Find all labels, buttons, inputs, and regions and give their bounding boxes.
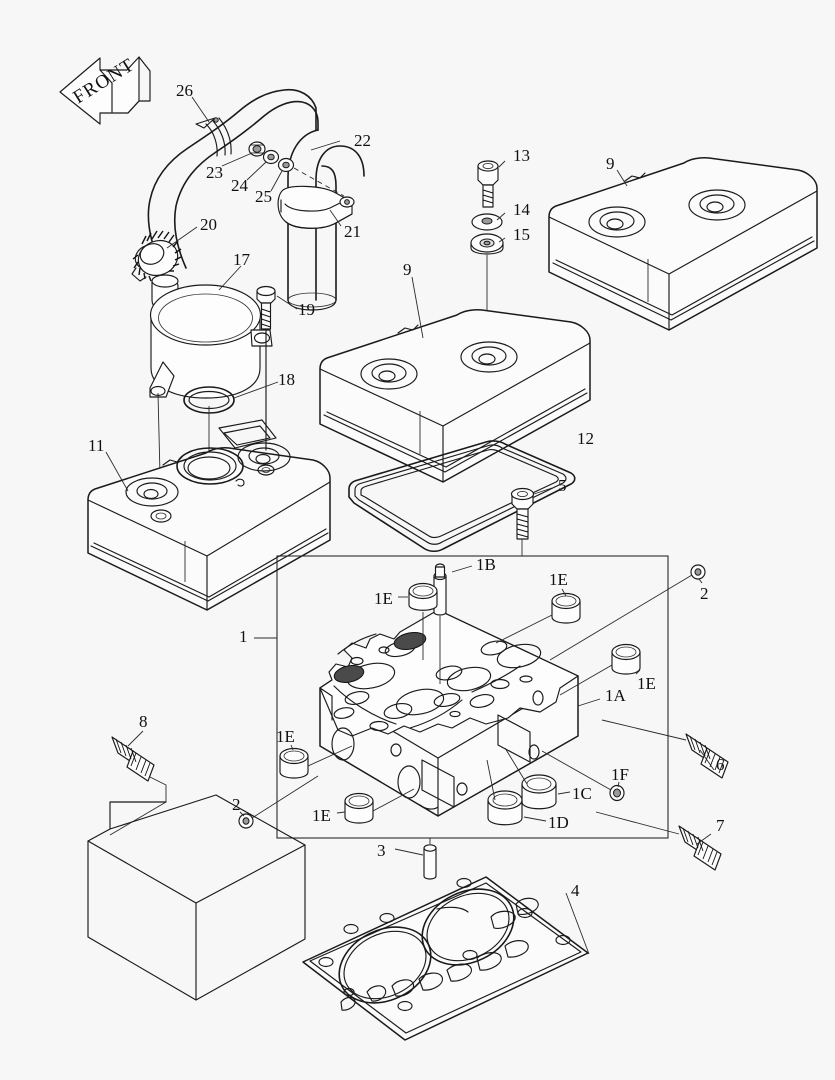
core-plug-1C bbox=[521, 774, 557, 810]
cylinder-head-body-1A bbox=[319, 609, 579, 817]
callout-1E-b: 1E bbox=[549, 570, 568, 589]
stud-bolt-7 bbox=[678, 825, 722, 871]
callout-1D: 1D bbox=[548, 813, 569, 832]
callout-24: 24 bbox=[231, 176, 248, 195]
fastener-washer-24 bbox=[262, 149, 280, 165]
breather-bolt-19 bbox=[256, 285, 276, 451]
callout-20: 20 bbox=[200, 215, 217, 234]
washer-14 bbox=[471, 213, 503, 231]
valve-cover-gasket-12 bbox=[348, 440, 576, 553]
callout-6: 6 bbox=[716, 755, 725, 774]
core-plug-1E-e bbox=[344, 792, 374, 824]
callout-13: 13 bbox=[513, 146, 530, 165]
callout-4: 4 bbox=[571, 881, 580, 900]
callout-23: 23 bbox=[206, 163, 223, 182]
fastener-washer-25 bbox=[277, 157, 295, 173]
hose-clamp-worm-20 bbox=[131, 230, 182, 282]
fastener-nut-23 bbox=[248, 141, 266, 157]
dowel-pin-3 bbox=[423, 844, 437, 880]
pipe-clamp-bracket-21 bbox=[277, 185, 355, 229]
core-plug-1E-c bbox=[611, 643, 641, 675]
stud-bolt-8 bbox=[111, 736, 155, 782]
callout-1A: 1A bbox=[605, 686, 626, 705]
sealing-plug-2-right bbox=[690, 564, 706, 580]
callout-1E-a: 1E bbox=[374, 589, 393, 608]
callout-1C: 1C bbox=[572, 784, 592, 803]
callout-1: 1 bbox=[239, 627, 248, 646]
callout-12: 12 bbox=[577, 429, 594, 448]
callout-2-right: 2 bbox=[700, 584, 709, 603]
cylinder-head-gasket-4 bbox=[302, 876, 590, 1041]
core-plug-1E-d bbox=[279, 747, 309, 779]
callout-8: 8 bbox=[139, 712, 148, 731]
sealing-ball-1F bbox=[609, 784, 625, 802]
callout-15: 15 bbox=[513, 225, 530, 244]
callout-17: 17 bbox=[233, 250, 250, 269]
breather-body-17 bbox=[149, 274, 273, 399]
grommet-seal-15 bbox=[470, 233, 504, 255]
callout-14: 14 bbox=[513, 200, 530, 219]
callout-1F: 1F bbox=[611, 765, 629, 784]
callout-3: 3 bbox=[377, 841, 386, 860]
callout-1E-d: 1E bbox=[276, 727, 295, 746]
cover-bolt-5 bbox=[510, 487, 553, 556]
callout-7: 7 bbox=[716, 816, 725, 835]
cap-bolt-13 bbox=[477, 160, 499, 208]
callout-1E-c: 1E bbox=[637, 674, 656, 693]
sealing-plug-2-left bbox=[238, 813, 254, 829]
valve-cover-left-11 bbox=[87, 419, 331, 611]
callout-2-left: 2 bbox=[232, 795, 241, 814]
lower-left-box bbox=[87, 794, 306, 1001]
callout-5: 5 bbox=[558, 476, 567, 495]
hose-clamp-wire-26 bbox=[195, 117, 232, 157]
valve-cover-right-9 bbox=[548, 157, 818, 331]
front-arrow-icon: FRONT bbox=[59, 54, 151, 125]
callout-1E-e: 1E bbox=[312, 806, 331, 825]
group-1-frame bbox=[276, 555, 669, 839]
callout-21: 21 bbox=[344, 222, 361, 241]
core-plug-1D bbox=[487, 790, 523, 826]
core-plug-1E-a bbox=[408, 582, 438, 611]
callout-9-right: 9 bbox=[606, 154, 615, 173]
callout-19: 19 bbox=[298, 300, 315, 319]
core-plug-1E-b bbox=[551, 592, 581, 624]
callout-26: 26 bbox=[176, 81, 193, 100]
callout-22: 22 bbox=[354, 131, 371, 150]
callout-11: 11 bbox=[88, 436, 105, 455]
callout-18: 18 bbox=[278, 370, 295, 389]
callout-25: 25 bbox=[255, 187, 272, 206]
callout-1B: 1B bbox=[476, 555, 496, 574]
breather-pipe-22 bbox=[287, 129, 365, 311]
valve-cover-middle-9 bbox=[319, 276, 591, 483]
callout-9-mid: 9 bbox=[403, 260, 412, 279]
